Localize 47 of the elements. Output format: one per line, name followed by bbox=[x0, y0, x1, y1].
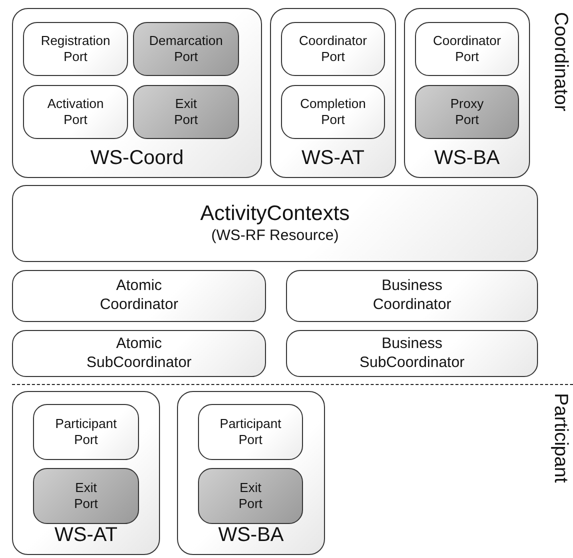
box-label: Demarcation Port bbox=[148, 32, 224, 66]
box-label: Coordinator Port bbox=[298, 32, 368, 66]
box-label: (WS-RF Resource) bbox=[210, 227, 340, 246]
port-box bbox=[415, 22, 519, 76]
component-box bbox=[177, 391, 325, 555]
port-box bbox=[133, 22, 239, 76]
component-title: WS-BA bbox=[217, 523, 285, 548]
box-label: ActivityContexts bbox=[199, 201, 351, 227]
box-label: Exit Port bbox=[173, 96, 199, 128]
box-label: Exit Port bbox=[73, 480, 99, 512]
component-box bbox=[12, 391, 160, 555]
layer-box bbox=[286, 270, 538, 322]
box-label: Proxy Port bbox=[449, 96, 485, 128]
layer-box bbox=[12, 330, 266, 377]
port-box bbox=[23, 85, 128, 139]
port-box bbox=[415, 85, 519, 139]
box-label: Atomic SubCoordinator bbox=[85, 334, 193, 372]
box-label: Participant Port bbox=[218, 416, 282, 448]
component-box bbox=[12, 8, 262, 178]
component-title: WS-AT bbox=[54, 523, 118, 548]
box-label: Business SubCoordinator bbox=[358, 334, 466, 372]
component-box bbox=[270, 8, 396, 178]
box-label: Exit Port bbox=[238, 480, 264, 512]
port-box bbox=[281, 22, 385, 76]
layer-box bbox=[286, 330, 538, 377]
port-box bbox=[33, 468, 139, 524]
box-label: Registration Port bbox=[40, 32, 112, 66]
component-title: WS-Coord bbox=[89, 146, 185, 171]
port-box bbox=[33, 404, 139, 460]
port-box bbox=[281, 85, 385, 139]
box-label: Coordinator Port bbox=[432, 32, 502, 66]
port-box bbox=[198, 468, 303, 524]
layer-box bbox=[12, 270, 266, 322]
box-label: Completion Port bbox=[299, 96, 367, 128]
box-label: Activation Port bbox=[46, 96, 105, 128]
component-title: WS-BA bbox=[433, 146, 501, 171]
port-box bbox=[133, 85, 239, 139]
port-box bbox=[198, 404, 303, 460]
component-box bbox=[404, 8, 530, 178]
component-title: WS-AT bbox=[300, 146, 366, 171]
box-label: Business Coordinator bbox=[372, 277, 452, 315]
box-label: Atomic Coordinator bbox=[98, 277, 180, 315]
layer-box bbox=[12, 185, 538, 262]
section-label: Participant bbox=[549, 393, 571, 483]
port-box bbox=[23, 22, 128, 76]
section-label: Coordinator bbox=[549, 12, 571, 112]
box-label: Participant Port bbox=[54, 416, 118, 448]
